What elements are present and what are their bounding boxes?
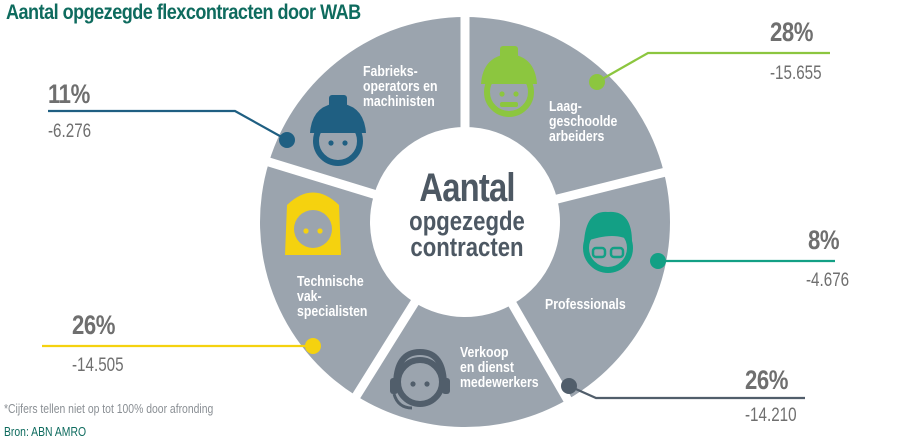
- count-technische: -14.505: [72, 355, 124, 376]
- center-line1: Aantal: [419, 166, 515, 210]
- segment-label-fabrieks: Fabrieks- operators en machinisten: [363, 63, 438, 110]
- percent-technische: 26%: [72, 310, 116, 340]
- footnote: *Cijfers tellen niet op tot 100% door af…: [4, 401, 214, 416]
- leader-dot-laaggeschoolde: [589, 74, 605, 90]
- leader-line-laaggeschoolde: [596, 51, 830, 83]
- percent-professionals: 8%: [808, 225, 840, 255]
- percent-verkoop: 26%: [745, 365, 789, 395]
- segment-gap: [262, 156, 381, 200]
- hardhat-operator-icon: [310, 95, 366, 166]
- leader-line-verkoop: [568, 384, 805, 400]
- segment-gap: [506, 297, 574, 407]
- count-professionals: -4.676: [806, 270, 850, 291]
- percent-laaggeschoolde: 28%: [770, 17, 814, 47]
- headset-agent-icon: [390, 348, 450, 410]
- percent-fabrieks: 11%: [48, 79, 90, 109]
- count-laaggeschoolde: -15.655: [770, 63, 822, 84]
- female-specialist-icon: [285, 192, 341, 255]
- chart-title: Aantal opgezegde flexcontracten door WAB: [6, 1, 361, 24]
- professional-glasses-icon: [583, 211, 633, 273]
- segment-label-verkoop: Verkoop en dienst medewerkers: [460, 344, 539, 391]
- leader-dot-technische: [305, 338, 321, 354]
- leader-dot-verkoop: [561, 378, 577, 394]
- ring-segment-verkoop: [356, 302, 568, 427]
- leader-line-fabrieks: [48, 109, 288, 141]
- segment-label-technische: Technische vak- specialisten: [297, 273, 368, 320]
- center-label: Aantal opgezegde contracten: [389, 166, 545, 262]
- leader-dot-professionals: [650, 253, 666, 269]
- count-verkoop: -14.210: [745, 405, 797, 426]
- center-line2: opgezegde: [409, 206, 525, 236]
- segment-gap: [349, 295, 422, 403]
- center-line3: contracten: [410, 232, 524, 262]
- segment-label-professionals: Professionals: [545, 296, 626, 313]
- segment-gap: [551, 166, 670, 205]
- source: Bron: ABN AMRO: [4, 424, 87, 439]
- leader-dot-fabrieks: [279, 132, 295, 148]
- construction-worker-icon: [481, 46, 537, 117]
- segment-label-laaggeschoolde: Laag- geschoolde arbeiders: [549, 98, 618, 145]
- count-fabrieks: -6.276: [48, 121, 92, 142]
